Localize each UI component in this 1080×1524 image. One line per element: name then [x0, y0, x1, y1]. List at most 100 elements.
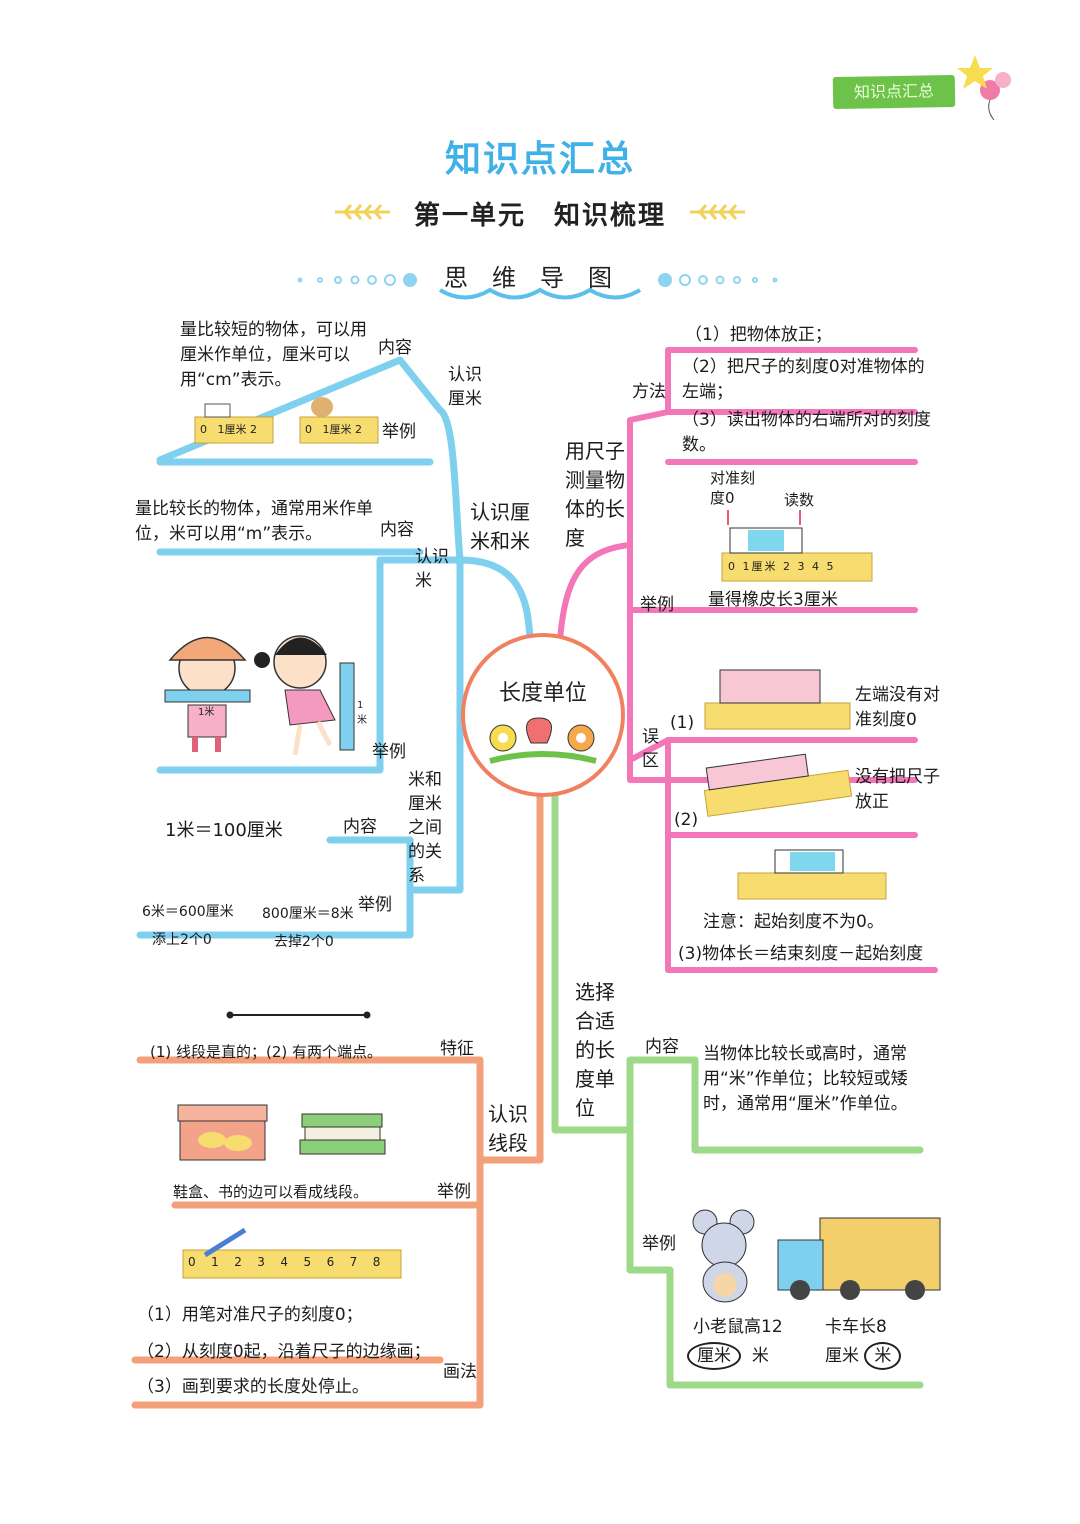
ruler-cm-2-ticks: 0 1厘米 2: [305, 423, 362, 436]
mistake-2-text: 没有把尺子放正: [855, 767, 940, 812]
pink-branch-mistakes-2: [665, 737, 938, 973]
ruler-draw: [182, 1227, 402, 1279]
choose-content-text: 当物体比较长或高时，通常用“米”作单位；比较短或矮时，通常用“厘米”作单位。: [703, 1044, 908, 1114]
mm-wave: [438, 287, 642, 300]
flowers-icon: [489, 717, 597, 764]
ruler-mistake-3: [737, 849, 887, 900]
relation-ex2-note: 去掉2个0: [274, 934, 334, 950]
m-example-label: 举例: [372, 742, 406, 762]
center-node: 长度单位: [461, 633, 625, 797]
segment-example-label: 举例: [437, 1182, 471, 1202]
blue-branch-rel-bottom: [136, 886, 414, 939]
m-content-label: 内容: [380, 520, 414, 540]
shoebox-icon: [177, 1104, 268, 1161]
align-note: 对准刻度0: [710, 469, 756, 507]
page-title: 知识点汇总: [444, 139, 635, 180]
header-tag: 知识点汇总: [832, 74, 956, 110]
pole-text: 1米: [357, 700, 367, 726]
ruler-cm-2: [299, 397, 379, 444]
branch-cm-m: 认识厘米和米: [470, 500, 530, 553]
relation-content-label: 内容: [343, 817, 377, 837]
kids-illustration: [164, 635, 355, 756]
cm-content-label: 内容: [378, 338, 412, 358]
segment-endpoint-left: [226, 1011, 234, 1019]
example-label-measure: 举例: [640, 595, 674, 615]
mistakes-label: 误区: [642, 727, 659, 771]
mouse-answer-circled: 厘米: [687, 1342, 741, 1370]
truck-answer-circled: 米: [864, 1342, 902, 1370]
relation-ex1: 6米＝600厘米: [142, 904, 234, 920]
relation-content-text: 1米＝100厘米: [165, 820, 283, 841]
draw-ruler-ticks: 0 1 2 3 4 5 6 7 8: [188, 1255, 382, 1269]
pink-branch-mistakes: [627, 737, 918, 763]
draw-step2: （2）从刻度0起，沿着尺子的边缘画；: [137, 1342, 431, 1362]
mouse-answers: 厘米 米: [687, 1342, 769, 1370]
kid-ruler-text: 1米: [198, 707, 215, 718]
method-step2: （2）把尺子的刻度0对准物体的左端；: [682, 357, 925, 402]
draw-step1: （1）用笔对准尺子的刻度0；: [137, 1305, 363, 1325]
unit-title: 第一单元 知识梳理: [413, 201, 666, 231]
orange-branch-main: [476, 791, 544, 1164]
segment-endpoint-right: [363, 1011, 371, 1019]
mistake-1-num: (1): [670, 713, 695, 733]
relation-example-label: 举例: [358, 895, 392, 915]
measure-ruler-ticks: 0 1厘米 2 3 4 5: [728, 560, 836, 573]
feature-label: 特征: [440, 1039, 474, 1059]
green-branch-main: [551, 791, 634, 1134]
orange-branch-feature: [136, 1056, 484, 1164]
cm-example-label: 举例: [382, 422, 416, 442]
relation-ex2: 800厘米＝8米: [262, 906, 354, 922]
cm-content-text: 量比较短的物体，可以用厘米作单位，厘米可以用“cm”表示。: [180, 320, 367, 390]
balloon-decoration: [957, 55, 1011, 121]
blue-branch-rel-top: [326, 836, 414, 894]
draw-step3: （3）画到要求的长度处停止。: [137, 1377, 369, 1397]
branch-segment: 认识线段: [488, 1102, 528, 1155]
truck-text: 卡车长8: [825, 1317, 887, 1337]
ruler-cm-1-ticks: 0 1厘米 2: [200, 423, 257, 436]
method-step1: （1）把物体放正；: [685, 325, 832, 345]
branch-choose-unit: 选择合适的长度单位: [575, 980, 615, 1120]
title-wheat-right: [690, 204, 745, 220]
choose-content-label: 内容: [645, 1037, 679, 1057]
method-label: 方法: [632, 382, 666, 402]
green-branch-content: [626, 1056, 924, 1154]
ruler-mistake-2: [703, 753, 853, 817]
blue-branch-main: [156, 556, 534, 774]
blue-branch-cm: [156, 356, 464, 564]
mistake-2-num: (2): [674, 810, 699, 830]
mistake-3: (3)物体长＝结束刻度－起始刻度: [678, 944, 924, 964]
read-note: 读数: [784, 491, 815, 509]
branch-measure: 用尺子测量物体的长度: [565, 439, 625, 550]
segment-example-text: 鞋盒、书的边可以看成线段。: [173, 1183, 369, 1201]
title-wheat-left: [335, 204, 390, 220]
relation-label: 米和厘米之间的关系: [408, 770, 442, 886]
ruler-cm-1: [194, 403, 274, 444]
truck-option: 厘米: [825, 1346, 859, 1366]
green-branch-example: [626, 1126, 924, 1389]
truck-answers: 厘米 米: [825, 1342, 902, 1370]
m-label: 认识米: [415, 547, 449, 591]
ruler-mistake-1: [704, 669, 851, 730]
orange-branch-draw: [131, 1201, 484, 1409]
books-icon: [299, 1113, 386, 1155]
mistake-1-text: 左端没有对准刻度0: [855, 685, 940, 730]
mouse-icon: [692, 1209, 755, 1303]
relation-ex1-note: 添上2个0: [152, 932, 212, 948]
mistake-note: 注意：起始刻度不为0。: [703, 912, 884, 932]
choose-example-label: 举例: [642, 1234, 676, 1254]
method-step3: （3）读出物体的右端所对的刻度数。: [682, 410, 931, 455]
mouse-text: 小老鼠高12: [693, 1317, 783, 1337]
ruler-measure-example: [721, 510, 873, 582]
mouse-option: 米: [751, 1346, 769, 1366]
mm-dots-left: [297, 273, 417, 287]
center-label: 长度单位: [498, 681, 587, 706]
feature-text: (1) 线段是直的；(2) 有两个端点。: [150, 1043, 383, 1061]
m-content-text: 量比较长的物体，通常用米作单位，米可以用“m”表示。: [135, 499, 373, 544]
cm-label: 认识厘米: [448, 365, 482, 409]
mindmap-title: 思维导图: [444, 264, 636, 292]
draw-label: 画法: [443, 1362, 477, 1382]
blue-branch-rel: [406, 556, 464, 894]
mm-dots-right: [658, 273, 778, 287]
truck-icon: [777, 1217, 941, 1300]
